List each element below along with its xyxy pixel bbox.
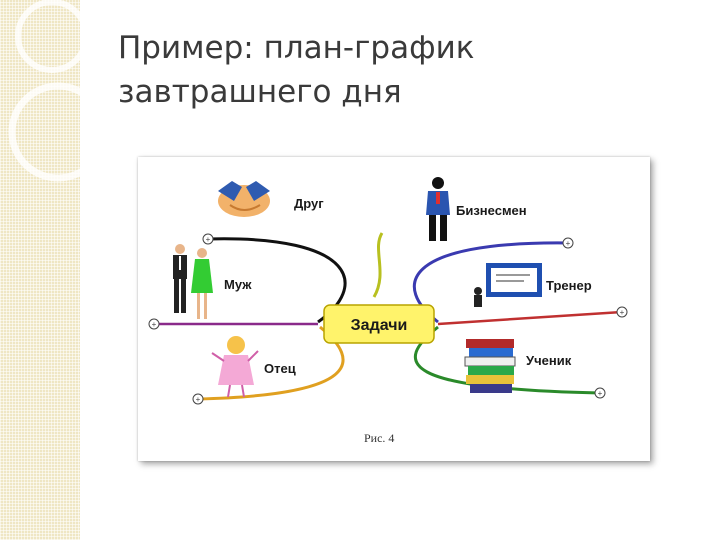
child-drawing-icon [211,336,259,398]
branch-label-husband: Муж [224,277,252,292]
slide-title-line-2: завтрашнего дня [118,74,402,110]
center-node: Задачи [323,304,435,344]
mind-map-figure: + + + + + + [138,157,650,461]
mind-map-canvas: + + + + + + [148,177,628,445]
decorative-side-band [0,0,80,540]
presentation-board-icon [474,263,542,307]
svg-text:+: + [598,389,603,398]
svg-text:+: + [206,235,211,244]
decorative-rings [8,0,80,182]
expand-marker-businessman[interactable]: + [562,237,574,249]
branch-label-coach: Тренер [546,278,592,293]
center-node-label: Задачи [351,317,408,334]
slide-title: Пример: план-график завтрашнего дня [118,26,678,114]
expand-markers: + + + + + + [148,233,628,405]
svg-text:+: + [566,239,571,248]
couple-icon [173,244,213,319]
expand-marker-coach[interactable]: + [616,306,628,318]
handshake-icon [218,181,270,217]
expand-marker-husband[interactable]: + [148,318,160,330]
svg-text:+: + [196,395,201,404]
svg-text:+: + [152,320,157,329]
branch-label-father: Отец [264,361,296,376]
branch-label-businessman: Бизнесмен [456,203,527,218]
expand-marker-father[interactable]: + [192,393,204,405]
center-shadow-line [372,232,384,298]
books-stack-icon [464,339,516,393]
branch-label-friend: Друг [294,196,324,211]
expand-marker-student[interactable]: + [594,387,606,399]
expand-marker-friend[interactable]: + [202,233,214,245]
branch-line-coach [437,310,623,326]
branch-label-student: Ученик [526,353,572,368]
slide-title-line-1: Пример: план-график [118,30,475,66]
svg-text:+: + [620,308,625,317]
businessman-icon [426,177,450,241]
figure-caption: Рис. 4 [364,431,394,445]
